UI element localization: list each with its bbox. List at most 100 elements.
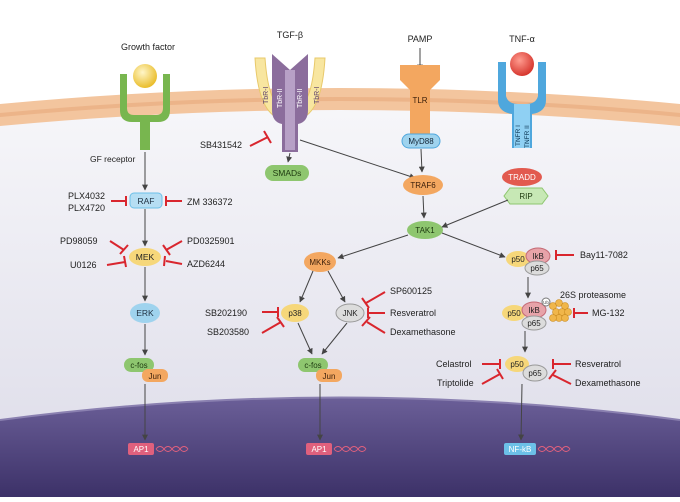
ikb-label-1: IkB xyxy=(532,252,544,261)
arrow-nfkb-nucleus xyxy=(518,383,525,441)
nuclear-membrane xyxy=(0,396,680,421)
dexamethasone-label-right: Dexamethasone xyxy=(575,378,641,388)
sb431542-label: SB431542 xyxy=(200,140,242,150)
sb203580-label: SB203580 xyxy=(207,327,249,337)
tak1-label: TAK1 xyxy=(415,226,435,235)
arrow-p38-cfos xyxy=(297,322,313,355)
tbr2-label-right: TbR-II xyxy=(297,89,304,109)
nfkb-complex-1 xyxy=(506,247,551,276)
tnfr2-label: TNFR II xyxy=(524,125,531,148)
inhibitor-resveratrol-nfkb xyxy=(552,359,571,369)
myd88-label: MyD88 xyxy=(408,137,434,146)
tradd-node xyxy=(502,168,542,186)
tgfb-label: TGF-β xyxy=(277,30,303,40)
nfkb-label: NF-kB xyxy=(509,445,532,454)
sp600125-label: SP600125 xyxy=(390,286,432,296)
ap1-node-mid xyxy=(306,443,332,455)
inhibitor-azd6244-mek xyxy=(163,255,183,267)
jnk-node xyxy=(335,303,365,323)
tnfa-ligand xyxy=(510,52,534,76)
arrow-tgfbr-traf6 xyxy=(299,139,416,180)
jun-node-mid xyxy=(316,369,342,382)
arrow-mkks-p38 xyxy=(299,270,314,303)
arrow-mkks-jnk xyxy=(327,270,346,303)
tbr1-label-left: TbR-I xyxy=(263,86,270,104)
bay11-label: Bay11-7082 xyxy=(580,250,628,260)
arrow-myd88-traf6 xyxy=(418,148,425,173)
mek-label: MEK xyxy=(136,252,155,262)
raf-label: RAF xyxy=(138,196,155,206)
ap1-label-mid: AP1 xyxy=(311,445,327,454)
inhibitor-sb431542-tgfbr xyxy=(249,130,272,147)
u0126-label: U0126 xyxy=(70,260,97,270)
inhibitor-sb203580-p38 xyxy=(261,316,285,334)
jnk-label: JNK xyxy=(342,309,358,318)
p50-label-3: p50 xyxy=(510,360,524,369)
inhibitor-triptolide-nfkb xyxy=(481,368,504,385)
nfkb-dimer xyxy=(505,356,548,382)
inhibitor-dexamethasone-nfkb xyxy=(548,369,572,385)
inhibitor-mg132-proteasome xyxy=(573,308,588,318)
tlr-label: TLR xyxy=(412,96,427,105)
arrow-rip-tak1 xyxy=(441,199,509,228)
traf6-node xyxy=(403,175,443,195)
inhibitor-celastrol-nfkb xyxy=(482,359,501,369)
nfkb-node-nucleus xyxy=(504,443,536,455)
arrow-tak1-mkks xyxy=(337,234,409,260)
inhibitor-resveratrol-jnk xyxy=(367,308,385,318)
arrow-jnk-cfos xyxy=(321,322,348,355)
cfos-node-mid xyxy=(298,358,328,372)
inhibitor-pd0325901-mek xyxy=(162,240,183,256)
dna-strand-left xyxy=(155,446,189,452)
erk-label: ERK xyxy=(136,308,154,318)
nfkb-complex-2 xyxy=(502,301,547,331)
erk-node xyxy=(130,303,160,323)
arrow-tgfbr-smads xyxy=(286,152,293,163)
growth-factor-label: Growth factor xyxy=(121,42,175,52)
gf-receptor-label: GF receptor xyxy=(90,154,136,164)
dexamethasone-label-mid: Dexamethasone xyxy=(390,327,456,337)
proteasome-label: 26S proteasome xyxy=(560,290,626,300)
p38-label: p38 xyxy=(288,309,302,318)
ub-label: Ub xyxy=(543,300,549,305)
growth-factor-ligand xyxy=(133,64,157,88)
arrow-tak1-nfkb xyxy=(441,232,506,258)
inhibitor-zm-raf xyxy=(165,196,182,206)
mg132-label: MG-132 xyxy=(592,308,625,318)
p65-label-3: p65 xyxy=(528,369,542,378)
p50-label-2: p50 xyxy=(507,309,521,318)
mkks-node xyxy=(304,252,336,272)
rip-node xyxy=(503,187,549,205)
ap1-node-left xyxy=(128,443,154,455)
p65-label-2: p65 xyxy=(527,319,541,328)
mkks-label: MKKs xyxy=(309,258,330,267)
cfos-label-mid: c-fos xyxy=(304,361,321,370)
triptolide-label: Triptolide xyxy=(437,378,474,388)
jun-node-left xyxy=(142,369,168,382)
pamp-label: PAMP xyxy=(408,34,433,44)
myd88-node xyxy=(401,133,441,149)
inhibitor-dexamethasone-jnk xyxy=(361,316,386,334)
gf-receptor-shape xyxy=(120,74,170,150)
ubiquitin-tag xyxy=(541,297,551,307)
cfos-node-left xyxy=(124,358,154,372)
arrow-traf6-tak1 xyxy=(420,195,427,219)
p65-label-1: p65 xyxy=(530,264,544,273)
tnfa-label: TNF-α xyxy=(509,34,535,44)
jun-label-mid: Jun xyxy=(323,372,336,381)
plx4720-label: PLX4720 xyxy=(68,203,105,213)
plx4032-label: PLX4032 xyxy=(68,191,105,201)
inhibitor-sb202190-p38 xyxy=(262,307,279,317)
p50-label-1: p50 xyxy=(511,255,525,264)
smads-node xyxy=(265,165,309,181)
tgfb-receptor-purple-inner xyxy=(285,70,295,150)
tbr2-label-left: TbR-II xyxy=(277,89,284,109)
tnfr-receptor-inner xyxy=(514,104,530,148)
inhibitor-u0126-mek xyxy=(106,255,127,268)
ap1-label-left: AP1 xyxy=(133,445,149,454)
pd0325901-label: PD0325901 xyxy=(187,236,235,246)
dna-strand-right xyxy=(537,446,571,452)
tradd-label: TRADD xyxy=(508,173,536,182)
tbr1-label-right: TbR-I xyxy=(314,86,321,104)
